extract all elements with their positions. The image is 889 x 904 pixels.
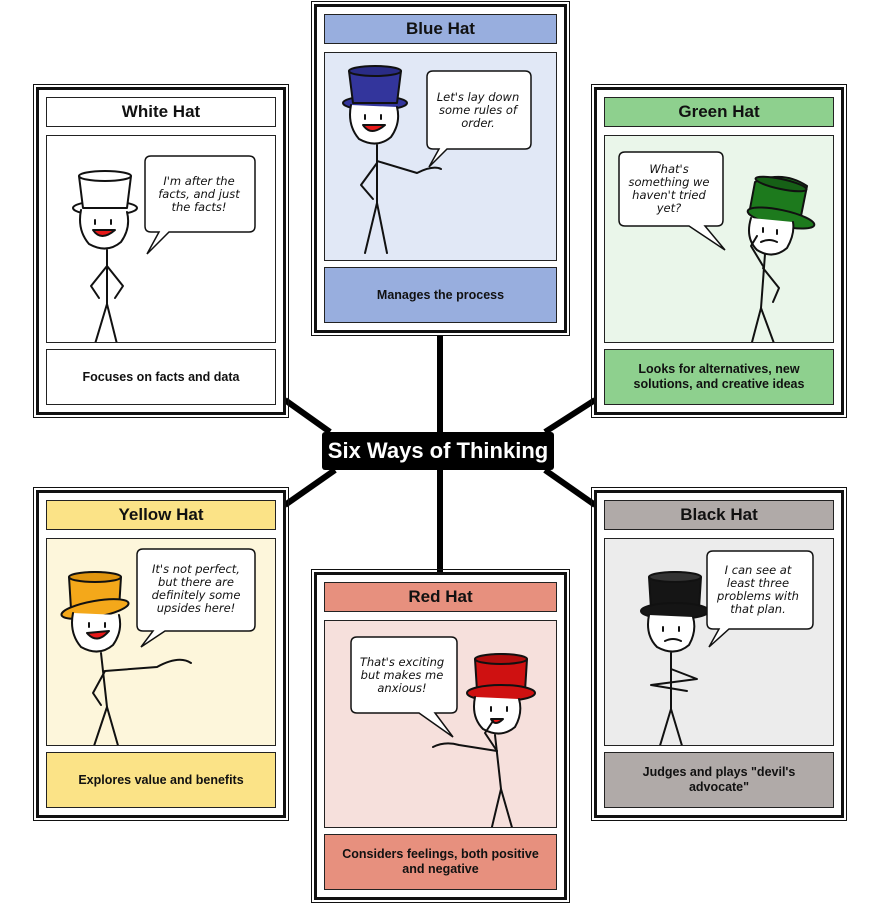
- card-caption: Manages the process: [324, 267, 557, 323]
- speech-bubble-shape: [144, 155, 256, 255]
- card-title: White Hat: [46, 97, 276, 127]
- card-title: Black Hat: [604, 500, 834, 530]
- speech-bubble: I can see at least three problems with t…: [717, 563, 799, 616]
- speech-bubble: Let's lay down some rules of order.: [436, 89, 520, 130]
- speech-bubble-shape: [426, 70, 532, 168]
- card-caption: Focuses on facts and data: [46, 349, 276, 405]
- speech-bubble: I'm after the facts, and just the facts!: [158, 173, 240, 214]
- green-hat-card: Green Hat What's something we haven: [591, 84, 847, 418]
- speech-bubble-shape: [136, 548, 256, 648]
- card-scene: I can see at least three problems with t…: [604, 538, 834, 746]
- stick-figure: [60, 571, 192, 745]
- card-caption: Looks for alternatives, new solutions, a…: [604, 349, 834, 405]
- connector-green: [543, 397, 597, 435]
- yellow-hat-card: Yellow Hat It's not perf: [33, 487, 289, 821]
- card-scene: It's not perfect, but there are definite…: [46, 538, 276, 746]
- connector-black: [543, 467, 597, 508]
- center-title: Six Ways of Thinking: [322, 432, 554, 470]
- card-scene: That's exciting but makes me anxious!: [324, 620, 557, 828]
- card-caption: Explores value and benefits: [46, 752, 276, 808]
- black-hat-card: Black Hat I can see at least three probl…: [591, 487, 847, 821]
- card-caption: Considers feelings, both positive and ne…: [324, 834, 557, 890]
- speech-bubble-shape: [706, 550, 814, 648]
- speech-bubble-shape: [618, 151, 726, 251]
- connector-yellow: [283, 467, 337, 508]
- connector-white: [283, 397, 332, 435]
- card-caption: Judges and plays "devil's advocate": [604, 752, 834, 808]
- card-title: Blue Hat: [324, 14, 557, 44]
- blue-hat-card: Blue Hat Let's lay down: [311, 1, 570, 336]
- white-hat-card: White Hat I'm after the: [33, 84, 289, 418]
- speech-bubble: That's exciting but makes me anxious!: [359, 654, 445, 695]
- stick-figure: [432, 653, 536, 827]
- card-scene: Let's lay down some rules of order.: [324, 52, 557, 261]
- speech-bubble: It's not perfect, but there are definite…: [151, 562, 241, 615]
- card-scene: I'm after the facts, and just the facts!: [46, 135, 276, 343]
- speech-bubble-shape: [350, 636, 458, 738]
- card-title: Yellow Hat: [46, 500, 276, 530]
- card-scene: What's something we haven't tried yet?: [604, 135, 834, 343]
- stick-figure: [640, 571, 710, 745]
- stick-figure: [72, 170, 138, 342]
- card-title: Green Hat: [604, 97, 834, 127]
- stick-figure: [746, 175, 816, 342]
- card-title: Red Hat: [324, 582, 557, 612]
- red-hat-card: Red Hat That's exciting: [311, 569, 570, 903]
- stick-figure: [342, 65, 442, 254]
- speech-bubble: What's something we haven't tried yet?: [628, 162, 710, 215]
